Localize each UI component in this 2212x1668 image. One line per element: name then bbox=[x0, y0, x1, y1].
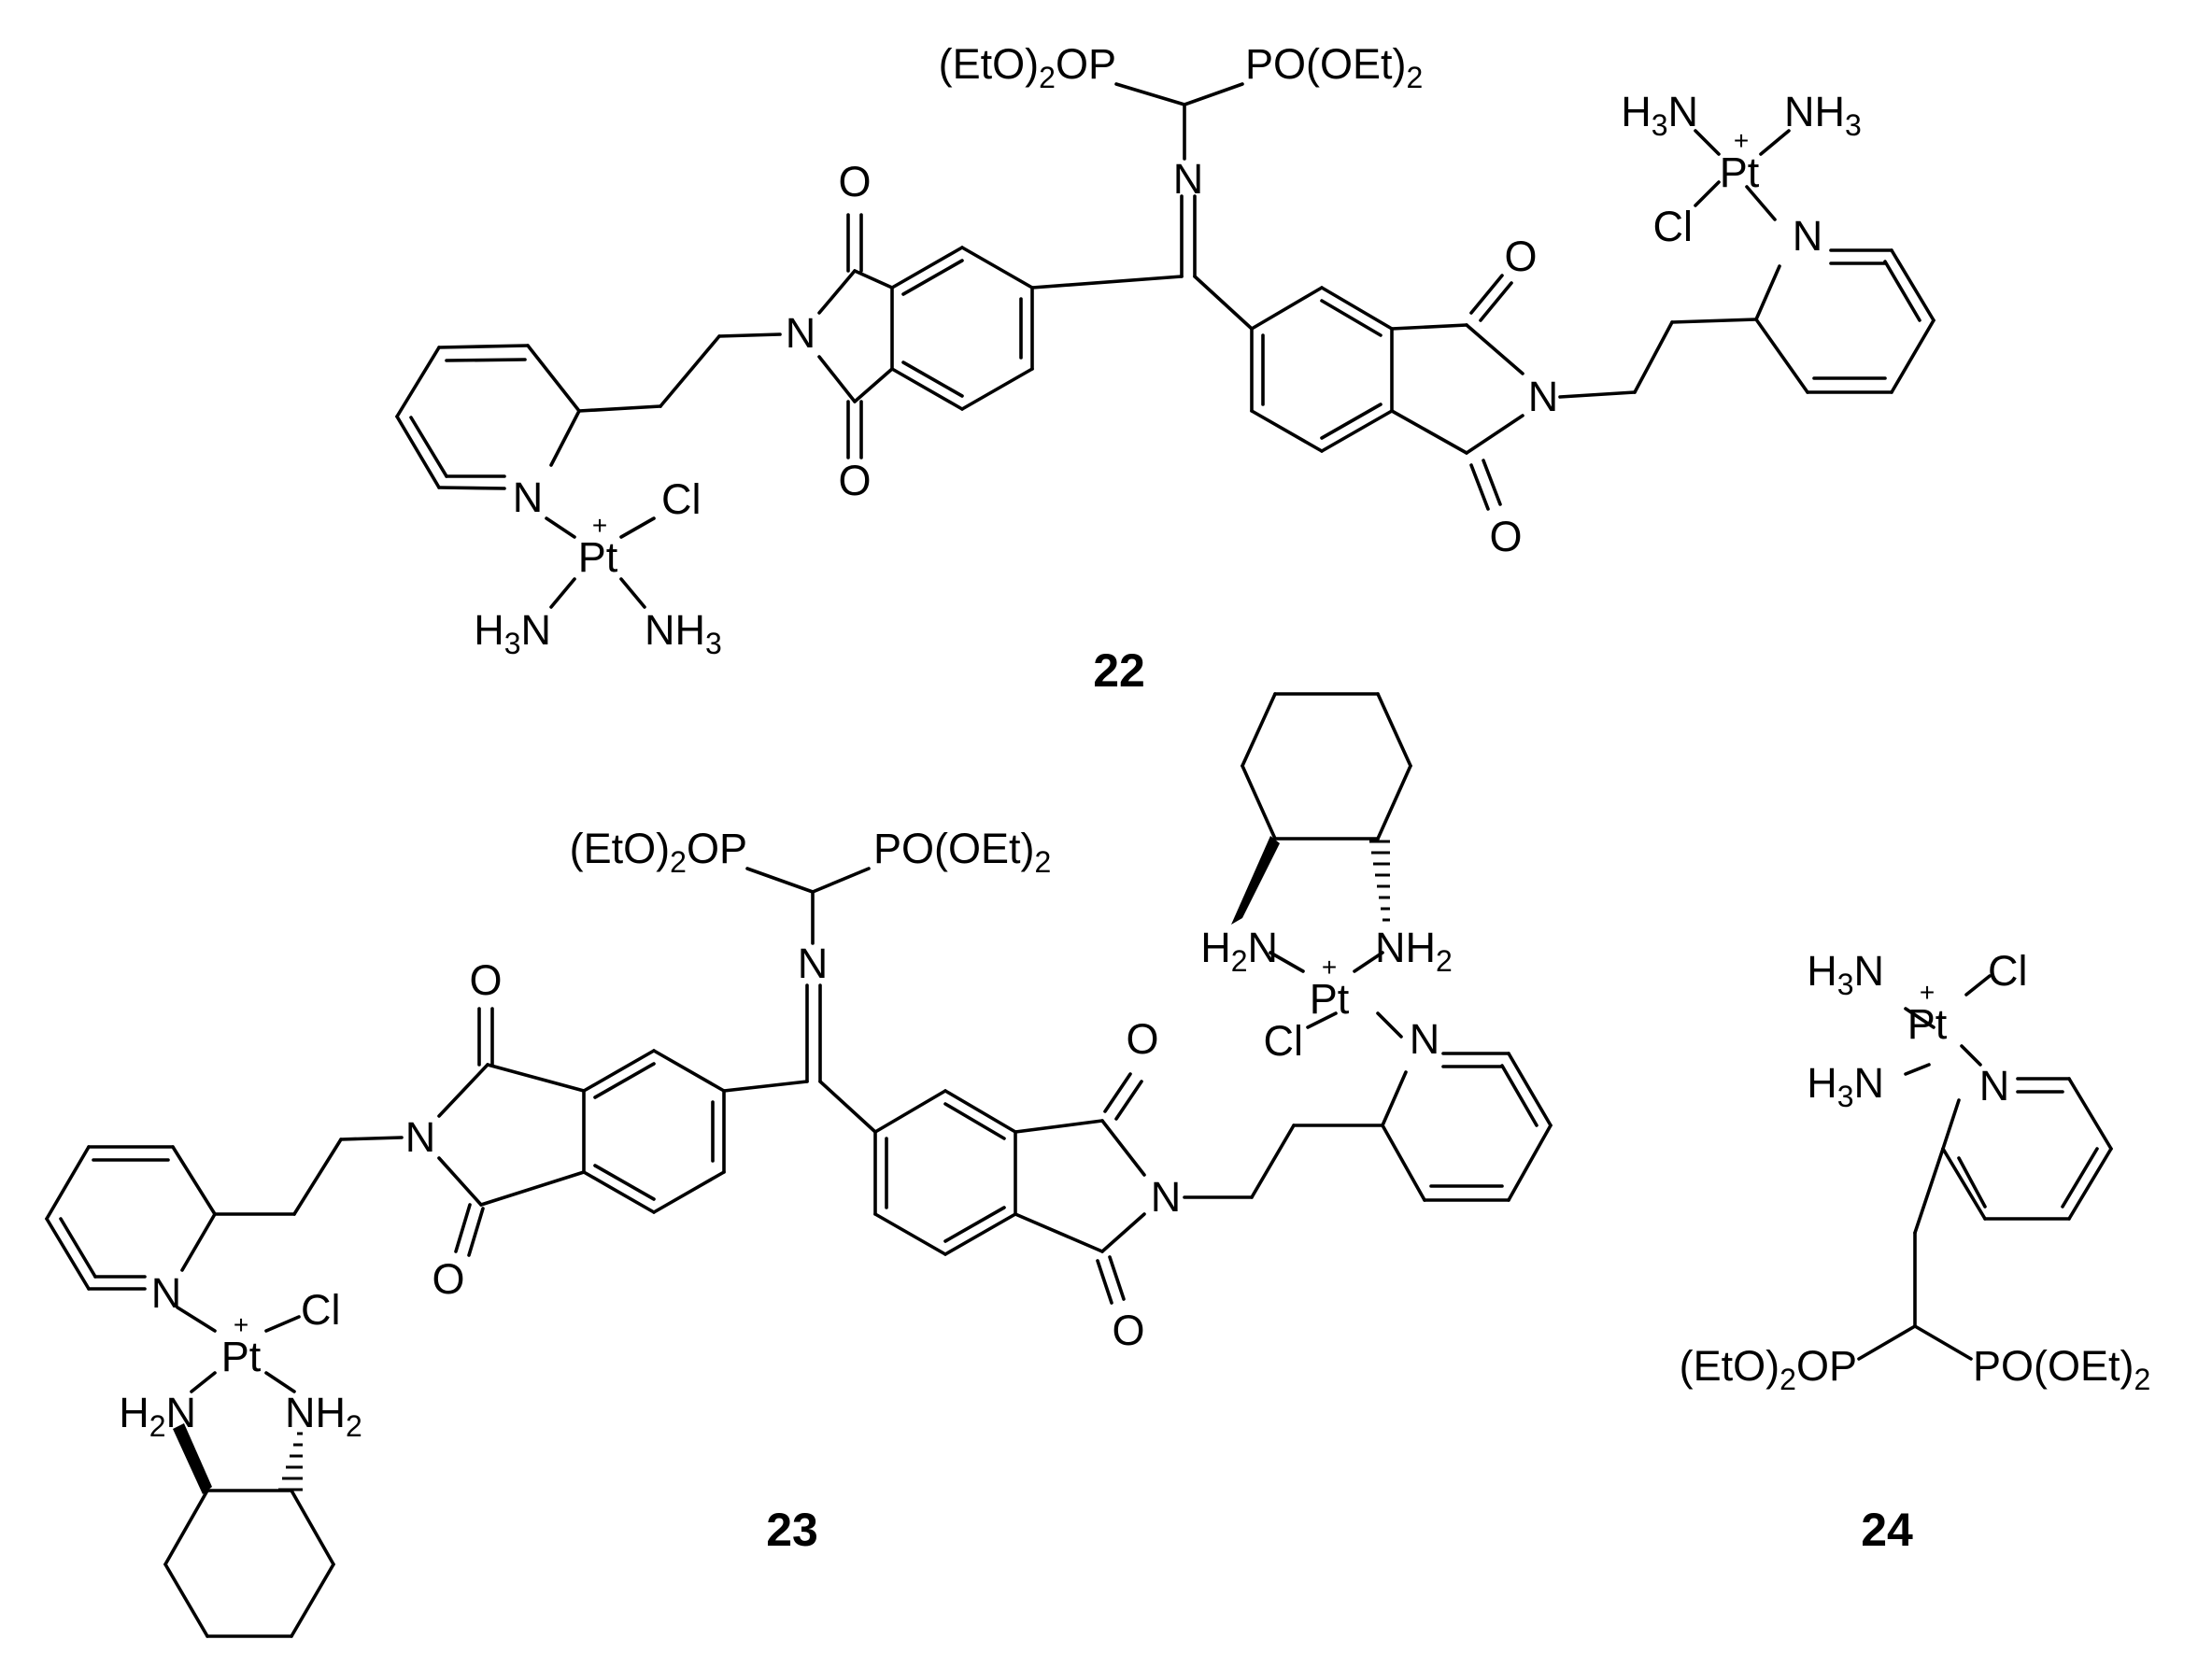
pt-left-charge: + bbox=[592, 511, 607, 540]
pt-left-cl: Cl bbox=[661, 475, 702, 523]
compound-24: H3N H3N Pt + Cl N (EtO)2OP PO(OEt)2 24 bbox=[1680, 947, 2151, 1556]
compound-22: (EtO)2OP PO(OEt)2 N O N O O N O N Pt + C… bbox=[395, 40, 1936, 697]
pt-left-amine-2: NH2 bbox=[285, 1389, 362, 1443]
imide-left-n: N bbox=[786, 309, 816, 357]
pt-right-amine-2: NH2 bbox=[1375, 924, 1453, 978]
pyridine-n-left: N bbox=[151, 1269, 182, 1317]
imide-right-o-bottom: O bbox=[1489, 513, 1522, 560]
pt-left: Pt bbox=[578, 533, 618, 581]
compound-24-label: 24 bbox=[1861, 1504, 1913, 1556]
pt-right: Pt bbox=[1310, 975, 1350, 1023]
pt-right-amine-2: NH3 bbox=[1784, 88, 1862, 142]
imide-left-o-bottom: O bbox=[838, 457, 871, 504]
pt-left-cl: Cl bbox=[301, 1286, 341, 1334]
pt-right-cl: Cl bbox=[1264, 1017, 1304, 1065]
pt-left: Pt bbox=[221, 1333, 262, 1380]
pt-right: Pt bbox=[1720, 148, 1760, 196]
pt-left-charge: + bbox=[234, 1310, 248, 1339]
phosphonate-right-label: PO(OEt)2 bbox=[873, 825, 1051, 879]
imide-right-n: N bbox=[1528, 373, 1559, 420]
compound-23: (EtO)2OP PO(OEt)2 N O N O O N O N Pt + C… bbox=[45, 692, 1553, 1638]
pt-24-cl: Cl bbox=[1988, 947, 2028, 995]
pt-left-amine-2: NH3 bbox=[645, 606, 722, 660]
pt-left-amine-1: H3N bbox=[474, 606, 551, 660]
pt-right-amine-1: H2N bbox=[1200, 924, 1278, 978]
imide-right-o-top: O bbox=[1504, 233, 1537, 280]
pt-right-charge: + bbox=[1734, 126, 1749, 155]
pt-amine-2: H3N bbox=[1807, 1059, 1884, 1113]
pt-right-amine-1: H3N bbox=[1621, 88, 1698, 142]
pt-24: Pt bbox=[1907, 1000, 1948, 1048]
pt-amine-1: H3N bbox=[1807, 947, 1884, 1001]
imide-right-o-bottom: O bbox=[1112, 1307, 1144, 1354]
phosphonate-left-label: (EtO)2OP bbox=[570, 825, 747, 879]
pyridine-n-right: N bbox=[1793, 212, 1823, 260]
imide-left-o-top: O bbox=[838, 158, 871, 205]
imide-left-n: N bbox=[405, 1113, 436, 1161]
imide-right-o-top: O bbox=[1126, 1015, 1158, 1063]
imine-n-label: N bbox=[1173, 155, 1204, 203]
imine-n-label: N bbox=[798, 940, 829, 987]
phosphonate-right-label: PO(OEt)2 bbox=[1973, 1342, 2150, 1396]
pyridine-n-24: N bbox=[1979, 1062, 2010, 1110]
pt-right-charge: + bbox=[1322, 953, 1337, 982]
compound-23-label: 23 bbox=[766, 1504, 818, 1556]
phosphonate-left-label: (EtO)2OP bbox=[1680, 1342, 1857, 1396]
pt-left-amine-1: H2N bbox=[119, 1389, 196, 1443]
pt-24-charge: + bbox=[1920, 978, 1935, 1007]
compound-22-label: 22 bbox=[1093, 644, 1145, 697]
imide-right-n: N bbox=[1151, 1173, 1182, 1221]
imide-left-o-bottom: O bbox=[432, 1255, 464, 1303]
phosphonate-right-label: PO(OEt)2 bbox=[1245, 40, 1423, 94]
pyridine-n-left: N bbox=[513, 474, 544, 521]
imide-left-o-top: O bbox=[469, 956, 502, 1004]
phosphonate-left-label: (EtO)2OP bbox=[939, 40, 1116, 94]
pyridine-n-right: N bbox=[1410, 1015, 1440, 1063]
pt-right-cl: Cl bbox=[1653, 203, 1694, 250]
